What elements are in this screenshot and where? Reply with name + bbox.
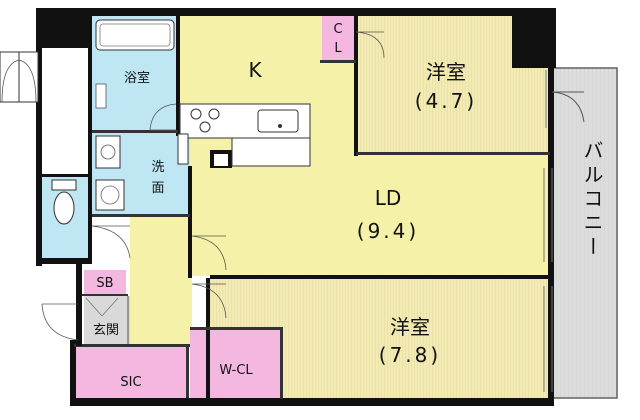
shoebox-diagonal-1 <box>85 297 103 317</box>
outer-wall-left-lower <box>36 176 42 266</box>
ld-size: (9.4) <box>357 219 419 243</box>
toilet-tank <box>51 179 77 191</box>
outer-wall-bottom <box>70 398 554 406</box>
bedroom-north-size: (4.7) <box>415 89 477 113</box>
wall-toilet-bottom <box>40 258 92 264</box>
closet-door <box>355 31 385 59</box>
washroom-label-1: 洗 <box>151 160 164 175</box>
kitchen-counter-back <box>231 137 311 167</box>
wall-wash-bottom <box>92 214 190 217</box>
toilet-door <box>91 225 131 259</box>
wall-wcl-top <box>190 327 282 330</box>
shoebox-diagonal-2 <box>101 297 119 317</box>
hall-area <box>130 216 192 346</box>
balcony-railing <box>552 67 618 399</box>
wall-wash-ld <box>188 166 192 278</box>
wall-sic-right <box>186 346 189 398</box>
wall-ld-bottom <box>210 275 550 279</box>
wall-shoebox-bottom <box>82 294 128 296</box>
wall-closet-bottom <box>320 60 356 63</box>
sic-area <box>74 346 188 398</box>
bedroom-south-window <box>543 286 553 392</box>
outer-wall-right <box>548 68 554 398</box>
balcony-label: バルコニー <box>580 140 604 260</box>
fridge-space <box>177 133 189 165</box>
wall-toilet-top <box>40 174 92 177</box>
washing-machine-drum <box>100 185 120 205</box>
door-hall-bedroom <box>191 283 227 319</box>
bathtub-inner <box>99 23 171 47</box>
wcl-area <box>190 330 282 398</box>
closet-area <box>322 14 354 62</box>
wall-wcl-right <box>280 327 283 399</box>
bath-vanity <box>95 83 107 109</box>
ld-area <box>190 154 548 276</box>
closet-label-1: C <box>333 22 342 37</box>
wall-bedroom-north-bottom <box>356 152 550 155</box>
shoebox-area <box>84 270 126 296</box>
outer-wall-top-left <box>36 8 92 48</box>
kitchen-sink <box>257 109 299 133</box>
bedroom-south-label: 洋室 <box>390 315 430 339</box>
toilet-bowl <box>53 191 75 225</box>
bedroom-north-label: 洋室 <box>426 60 466 84</box>
kitchen-label: K <box>248 58 262 82</box>
wall-sic-top <box>74 344 190 347</box>
stove-burner-1 <box>190 108 202 120</box>
ld-window <box>543 168 553 262</box>
ld-label: LD <box>375 186 402 210</box>
door-entrance <box>41 303 79 341</box>
washing-machine <box>95 179 125 211</box>
wcl-label: W-CL <box>219 363 253 378</box>
washroom-label-2: 面 <box>151 181 164 196</box>
bedroom-south-size: (7.8) <box>379 343 441 367</box>
bath-door <box>149 103 177 131</box>
wall-hall-right <box>206 278 210 398</box>
outer-wall-left <box>36 48 42 176</box>
sic-label: SIC <box>120 375 141 390</box>
shoebox-label: SB <box>96 276 113 291</box>
outer-wall-left-bottom <box>70 340 76 406</box>
wash-basin <box>95 135 121 169</box>
left-window-swing <box>1 59 37 103</box>
wall-bath-kitchen <box>176 16 180 136</box>
stove-burner-2 <box>208 108 220 120</box>
wall-closet <box>354 14 358 156</box>
wall-entrance-left <box>76 264 82 346</box>
bedroom-north-balcony-door <box>551 91 585 123</box>
bath-label: 浴室 <box>124 70 150 86</box>
wall-pillar-inner <box>214 154 228 166</box>
entrance-label: 玄関 <box>93 323 119 338</box>
stove-burner-3 <box>199 121 211 133</box>
wall-bath-wash <box>92 130 178 133</box>
outer-wall-top <box>36 8 556 16</box>
wash-basin-bowl <box>100 144 116 160</box>
outer-wall-top-right <box>512 8 556 68</box>
door-hall-ld <box>191 235 227 271</box>
wall-bath-left <box>88 16 92 260</box>
closet-label-2: L <box>334 41 342 56</box>
kitchen-faucet <box>278 124 282 128</box>
